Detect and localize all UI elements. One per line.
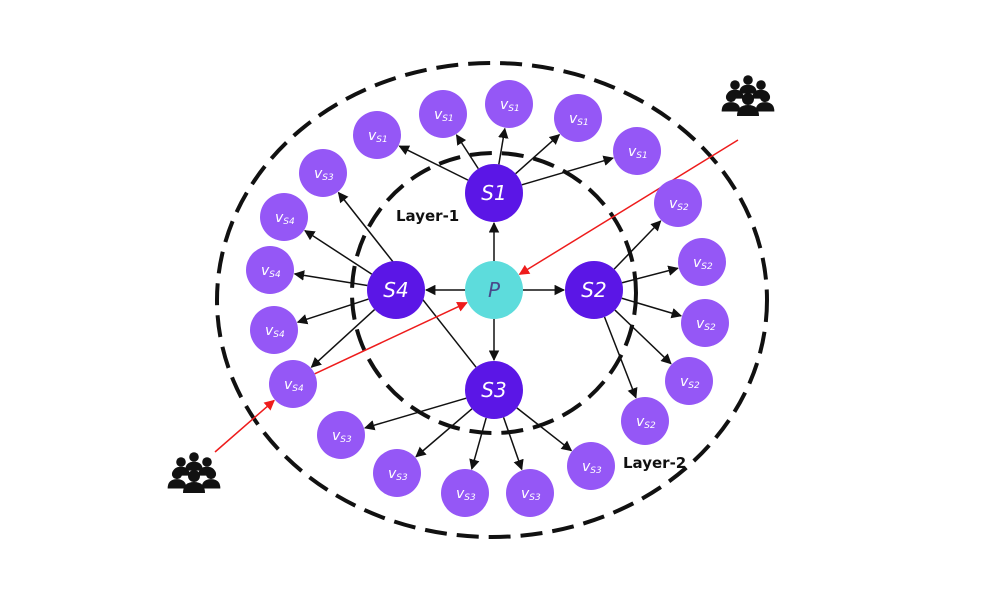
validator-node-s1: vS1 (485, 80, 533, 128)
validator-label: vS3 (388, 466, 408, 483)
edge-s3-to-validator (415, 408, 473, 458)
validator-node-s2: vS2 (665, 357, 713, 405)
validator-node-s4: vS4 (260, 193, 308, 241)
edge-s1-to-validator (521, 155, 615, 186)
validator-label: vS3 (521, 486, 541, 503)
validator-label: vS1 (434, 107, 454, 124)
attack-arrow-to-validator (214, 399, 275, 453)
users-group-icon (167, 452, 221, 493)
validator-label: vS3 (314, 166, 334, 183)
edge-s4-to-validator (310, 308, 376, 368)
attack-arrow-to-primary (518, 139, 739, 275)
validator-label: vS2 (693, 255, 713, 272)
edge-s2-to-validator (621, 297, 683, 319)
validator-label: vS3 (456, 486, 476, 503)
validator-node-s3: vS3 (373, 449, 421, 497)
validator-node-s4: vS4 (246, 246, 294, 294)
edge-s3-to-validator (516, 407, 573, 452)
secondary-node-s3: S3 (465, 361, 523, 419)
validator-node-s1: vS1 (554, 94, 602, 142)
validator-label: vS3 (332, 428, 352, 445)
secondary-label: S1 (481, 181, 506, 205)
attack-layer (214, 139, 739, 453)
edge-s4-to-validator (296, 298, 369, 325)
primary-label: P (488, 278, 501, 302)
edge-s1-to-validator (455, 134, 479, 170)
edge-s2-to-validator (613, 220, 662, 270)
validator-node-s1: vS1 (419, 90, 467, 138)
validator-label: vS2 (669, 196, 689, 213)
edge-s2-to-validator (614, 309, 672, 365)
validator-node-s4: vS4 (269, 360, 317, 408)
secondary-node-s1: S1 (465, 164, 523, 222)
validator-label: vS4 (284, 377, 304, 394)
edge-s2-to-validator (621, 265, 679, 284)
validator-node-s4: vS4 (250, 306, 298, 354)
attack-arrow-validator-to-primary (314, 301, 468, 375)
validator-label: vS4 (275, 210, 295, 227)
inner-ring (350, 151, 638, 435)
edge-layer (293, 127, 683, 471)
secondary-label: S2 (581, 278, 606, 302)
inner-ring-label: Layer-1 (396, 207, 459, 225)
validator-node-s2: vS2 (681, 299, 729, 347)
validator-node-s1: vS1 (353, 111, 401, 159)
validator-node-s3: vS3 (317, 411, 365, 459)
validator-node-s3: vS3 (441, 469, 489, 517)
validator-label: vS4 (265, 323, 285, 340)
secondary-node-s2: S2 (565, 261, 623, 319)
validator-node-s3: vS3 (567, 442, 615, 490)
validator-label: vS2 (680, 374, 700, 391)
edge-s3-to-validator (363, 397, 467, 431)
edge-s1-to-validator (515, 133, 561, 175)
validator-label: vS2 (696, 316, 716, 333)
validator-node-s2: vS2 (621, 397, 669, 445)
validator-label: vS1 (368, 128, 388, 145)
validator-label: vS1 (628, 144, 648, 161)
primary-node: P (465, 261, 523, 319)
edge-s4-to-validator (304, 230, 373, 275)
validator-label: vS1 (569, 111, 589, 128)
edge-s1-to-validator (498, 127, 509, 165)
outer-ring (215, 61, 769, 539)
node-layer: vS1 vS1 vS1 vS1 vS1 vS2 vS2 vS2 vS2 vS2 vS3 vS3 vS3 v… (246, 80, 729, 517)
validator-node-s2: vS2 (678, 238, 726, 286)
secondary-node-s4: S4 (367, 261, 425, 319)
edge-s3-to-validator (502, 417, 524, 471)
validator-label: vS2 (636, 414, 656, 431)
edge-s1-to-validator (398, 145, 469, 181)
secondary-label: S4 (383, 278, 408, 302)
edge-s3-to-validator (469, 417, 487, 470)
validator-label: vS3 (582, 459, 602, 476)
outer-ring-label: Layer-2 (623, 454, 686, 472)
secondary-label: S3 (481, 378, 506, 402)
users-group-icon (721, 75, 775, 116)
validator-label: vS4 (261, 263, 281, 280)
edge-s2-to-validator (603, 316, 638, 399)
validator-node-s3: vS3 (299, 149, 347, 197)
edge-s4-to-validator (293, 270, 368, 287)
validator-label: vS1 (500, 97, 520, 114)
validator-node-s2: vS2 (654, 179, 702, 227)
validator-node-s1: vS1 (613, 127, 661, 175)
validator-node-s3: vS3 (506, 469, 554, 517)
